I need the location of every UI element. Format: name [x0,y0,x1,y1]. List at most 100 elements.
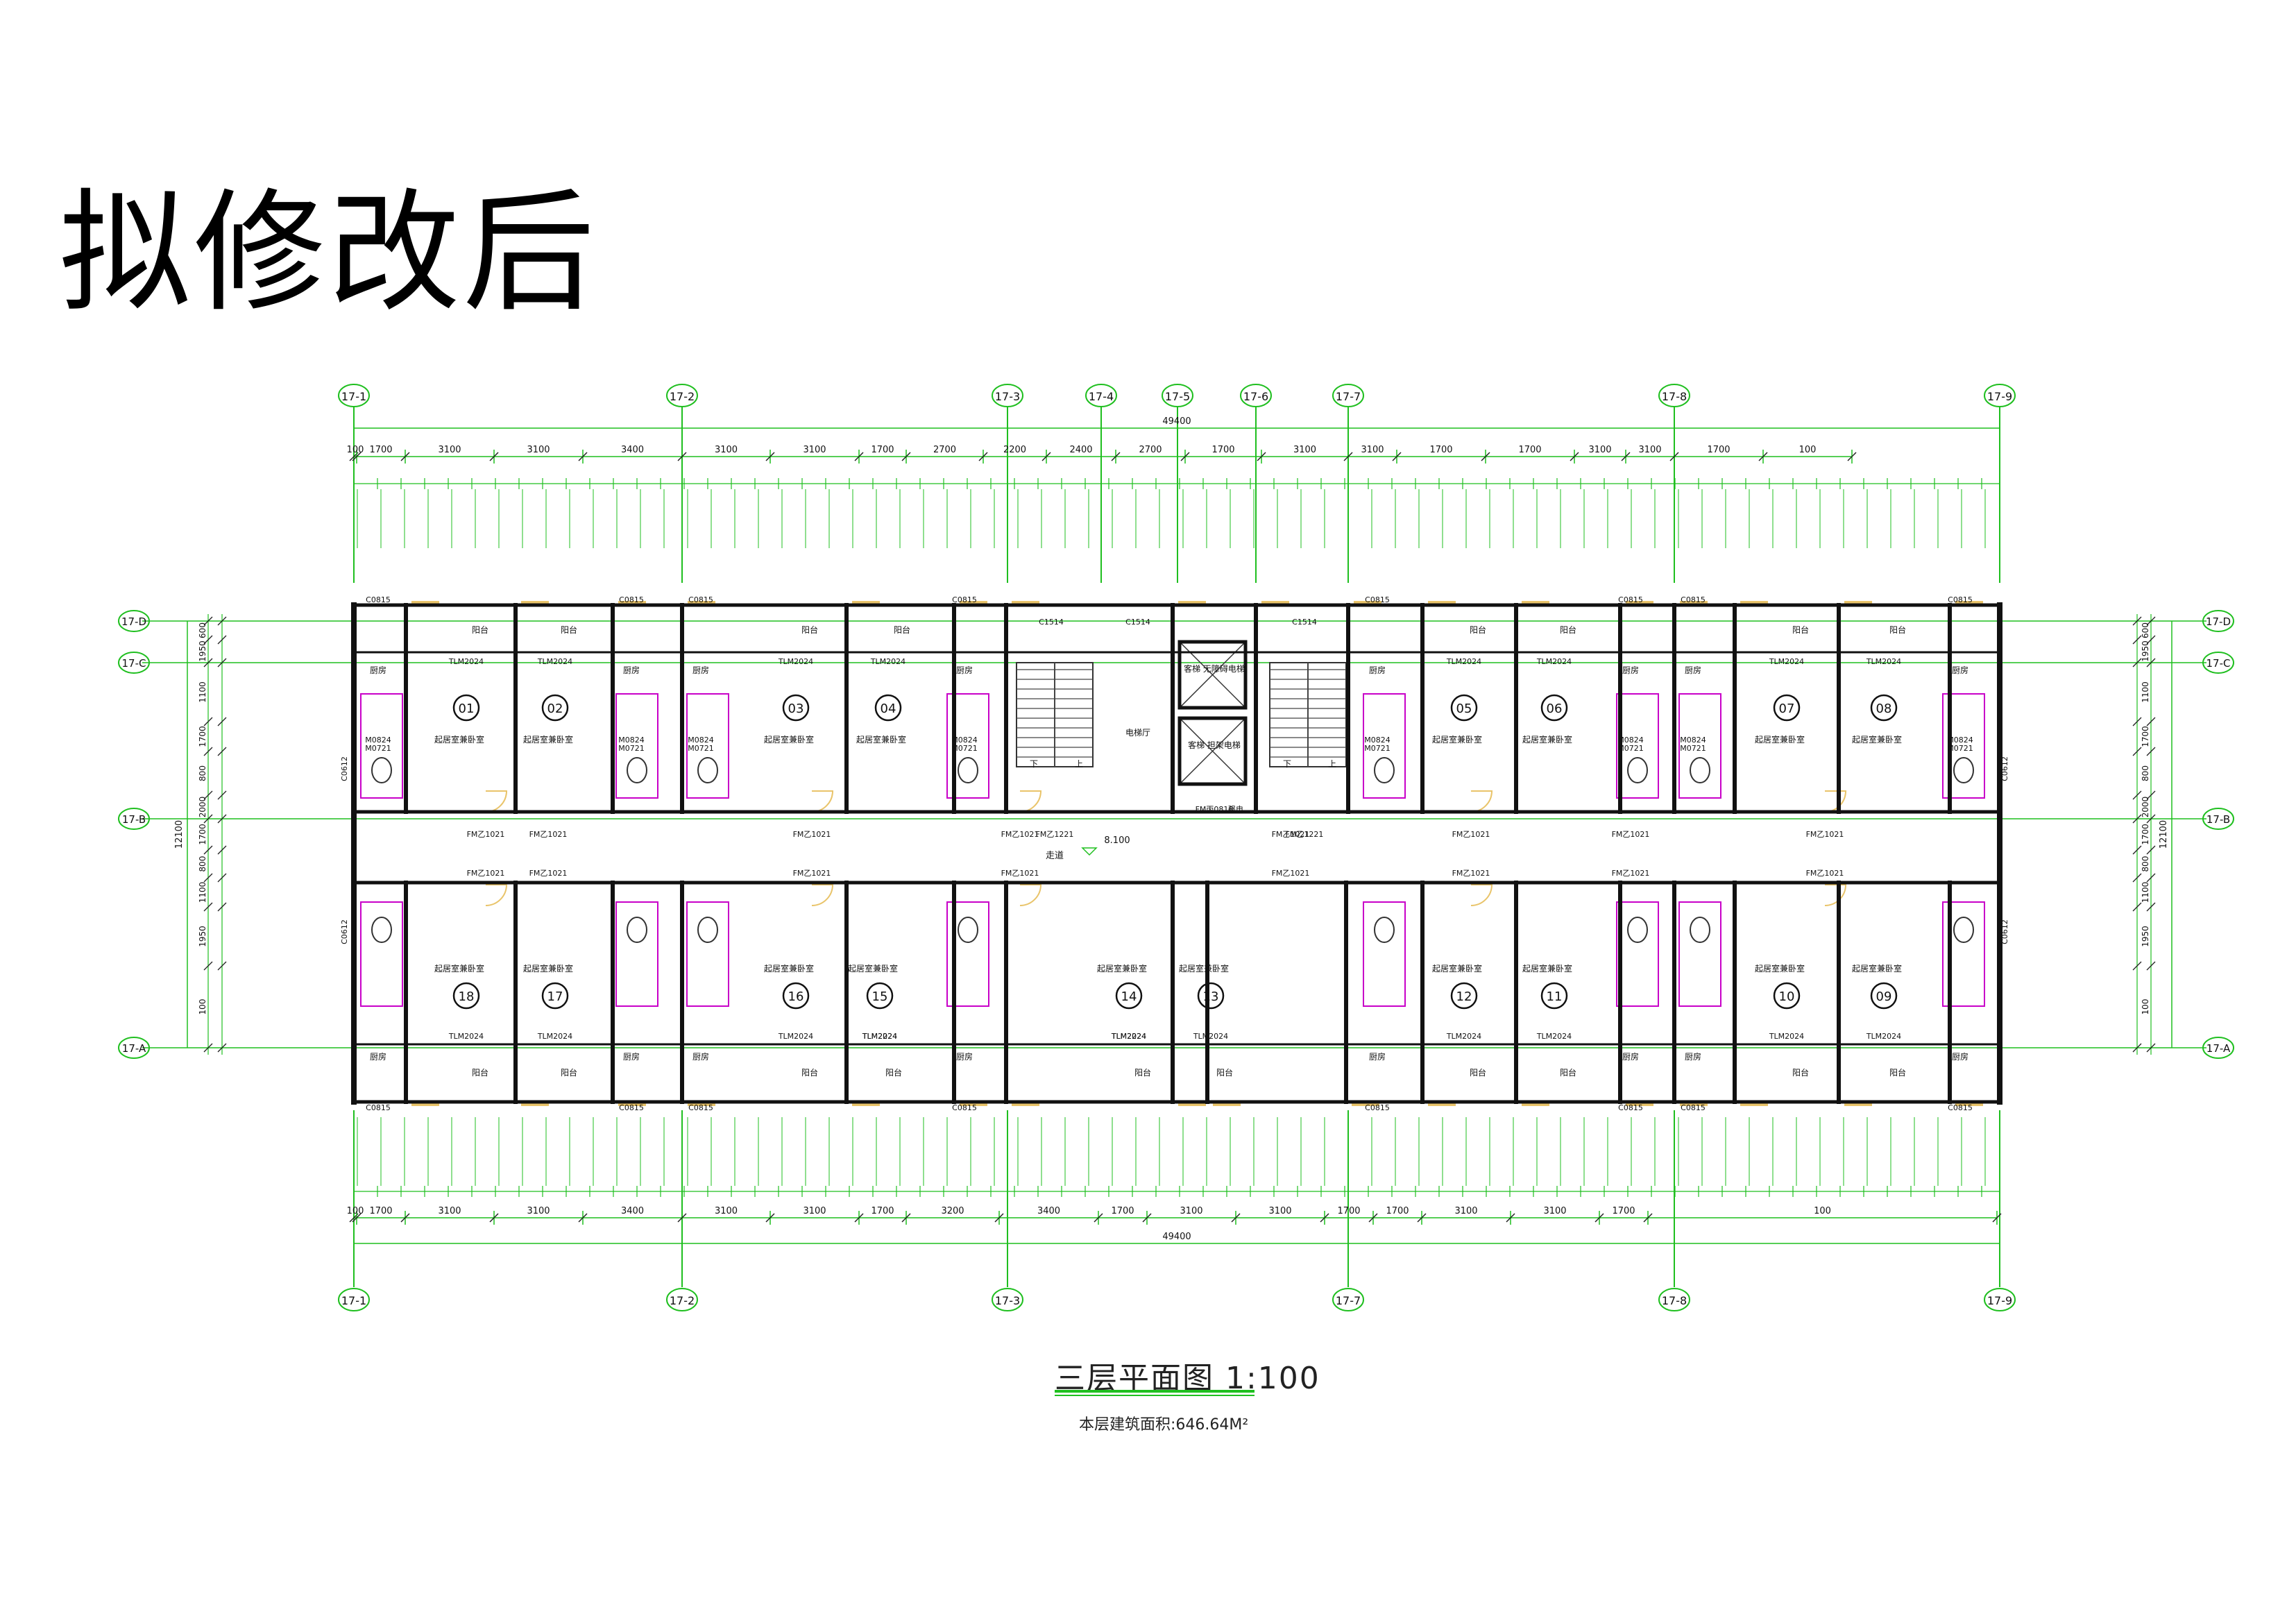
dim-bottom-row-label: 1700 [369,1206,392,1216]
dim-top-row-slash [400,452,410,461]
door-code-m0824: M0824 [1947,736,1973,745]
dim-bottom-row-label: 3400 [1037,1206,1060,1216]
room-number-circle-bottom [1450,982,1478,1010]
door-swing [1019,884,1042,906]
fire-door-code-bottom: FM乙1021 [1001,869,1039,878]
balcony-label-bottom: 阳台 [801,1067,818,1078]
dim-top-row-slash [352,452,362,461]
axis-label-right: 17-B [2206,813,2230,826]
toilet-symbol-bottom [1953,917,1974,943]
elevator-label-2: 客梯 担架电梯 [1188,740,1241,750]
door-code-m0824: M0824 [1680,736,1706,745]
dim-bottom-row-slash [1417,1213,1427,1223]
dim-right-label: 1700 [2141,824,2150,845]
dim-top-row-label: 2200 [1003,445,1026,455]
window-code-top: C0815 [688,595,713,604]
dim-vertical-slash [2132,961,2142,971]
dim-top-row-slash [1257,452,1266,461]
fire-door-code-bottom: FM乙1021 [1452,869,1490,878]
kitchen-label: 厨房 [1622,665,1639,675]
dim-vertical-slash [2146,961,2156,971]
door-swing [1824,790,1847,813]
door-code-m0824: M0824 [1617,736,1644,745]
dim-top-row-label: 2700 [933,445,956,455]
dim-right-label: 2000 [2141,797,2150,818]
dim-bottom-row-label: 1700 [1111,1206,1134,1216]
dim-bottom-row-label: 3100 [1180,1206,1202,1216]
window-code-top: C0815 [1681,595,1706,604]
dim-vertical-slash [2132,873,2142,883]
door-swing [1824,884,1847,906]
kitchen-label: 厨房 [1685,665,1701,675]
dim-top-row-label: 3100 [1588,445,1611,455]
stair-up-label: 上 [1075,759,1083,769]
bathroom-outline-bottom [360,901,403,1007]
room-number-circle [1870,694,1898,722]
door-code-m0824: M0824 [951,736,978,745]
dim-top-row-label: 3100 [527,445,550,455]
fire-door-code-bottom: FM乙1021 [467,869,505,878]
window-code-bottom: C0815 [366,1103,391,1112]
dim-vertical-slash [2146,717,2156,726]
room-label-bottom: 起居室兼卧室 [1097,963,1147,974]
fire-door-code-bottom: FM乙1021 [793,869,831,878]
dim-top-row-label: 3100 [803,445,826,455]
toilet-symbol-bottom [1690,917,1710,943]
dim-top-row-slash [1758,452,1768,461]
dim-bottom-row-slash [1231,1213,1241,1223]
balcony-label: 阳台 [561,624,577,635]
dim-bottom-row-label: 3100 [527,1206,550,1216]
dim-bottom-row-label: 3200 [941,1206,964,1216]
bathroom-outline-bottom [1363,901,1406,1007]
bathroom-outline-bottom [1942,901,1985,1007]
door-swing [1470,790,1493,813]
room-label: 起居室兼卧室 [764,734,814,745]
room-number: 04 [881,702,896,716]
axis-bubble-right [2202,1037,2234,1059]
room-number-bottom: 10 [1779,989,1795,1004]
dim-bottom-row-slash [1320,1213,1329,1223]
dim-vertical-slash [203,717,213,726]
dim-vertical-slash [2146,635,2156,645]
electrical-room-label: 强电 [1228,805,1243,814]
dim-vertical-slash [217,790,227,800]
dim-top-row-label: 100 [1799,445,1817,455]
dim-vertical-slash [203,902,213,912]
dim-top-row-label: 100 [347,445,364,455]
axis-bubble-bottom [1332,1288,1364,1311]
balcony-label: 阳台 [1470,624,1486,635]
bathroom-outline-bottom [1678,901,1721,1007]
dim-left-label: 1100 [198,681,207,703]
room-number-circle [1450,694,1478,722]
floor-area-note: 本层建筑面积:646.64M² [1079,1416,1249,1434]
door-code-m0824: M0824 [618,736,645,745]
room-label: 起居室兼卧室 [1522,734,1572,745]
dim-vertical-slash [217,814,227,824]
dim-bottom-row-slash [1992,1213,2002,1223]
dim-left-label: 1700 [198,726,207,747]
axis-bubble-right [2202,610,2234,632]
room-label-bottom: 起居室兼卧室 [1179,963,1229,974]
room-label-bottom: 起居室兼卧室 [1852,963,1902,974]
dim-top-row-label: 3100 [1361,445,1384,455]
kitchen-label: 厨房 [370,665,386,675]
door-swing [1470,884,1493,906]
stair-window-code-2: C1514 [1125,618,1150,627]
axis-bubble-left [118,808,150,830]
stair-window-code-3: C1514 [1292,618,1317,627]
dim-left-label: 800 [198,765,207,781]
window-code-bottom: C0815 [1365,1103,1390,1112]
dim-bottom-row-label: 3100 [438,1206,461,1216]
dim-vertical-slash [217,717,227,726]
dim-top-row-slash [1481,452,1490,461]
elevator-cross [1179,717,1246,785]
axis-bubble-top [1162,384,1193,407]
bathroom-outline [686,693,729,799]
dim-vertical-slash [217,845,227,855]
kitchen-label: 厨房 [1952,665,1968,675]
door-code-bottom: TLM2024 [1446,1032,1481,1041]
axis-bubble-right [2202,652,2234,674]
axis-bubble-right [2202,808,2234,830]
axis-label-left: 17-C [122,657,146,670]
